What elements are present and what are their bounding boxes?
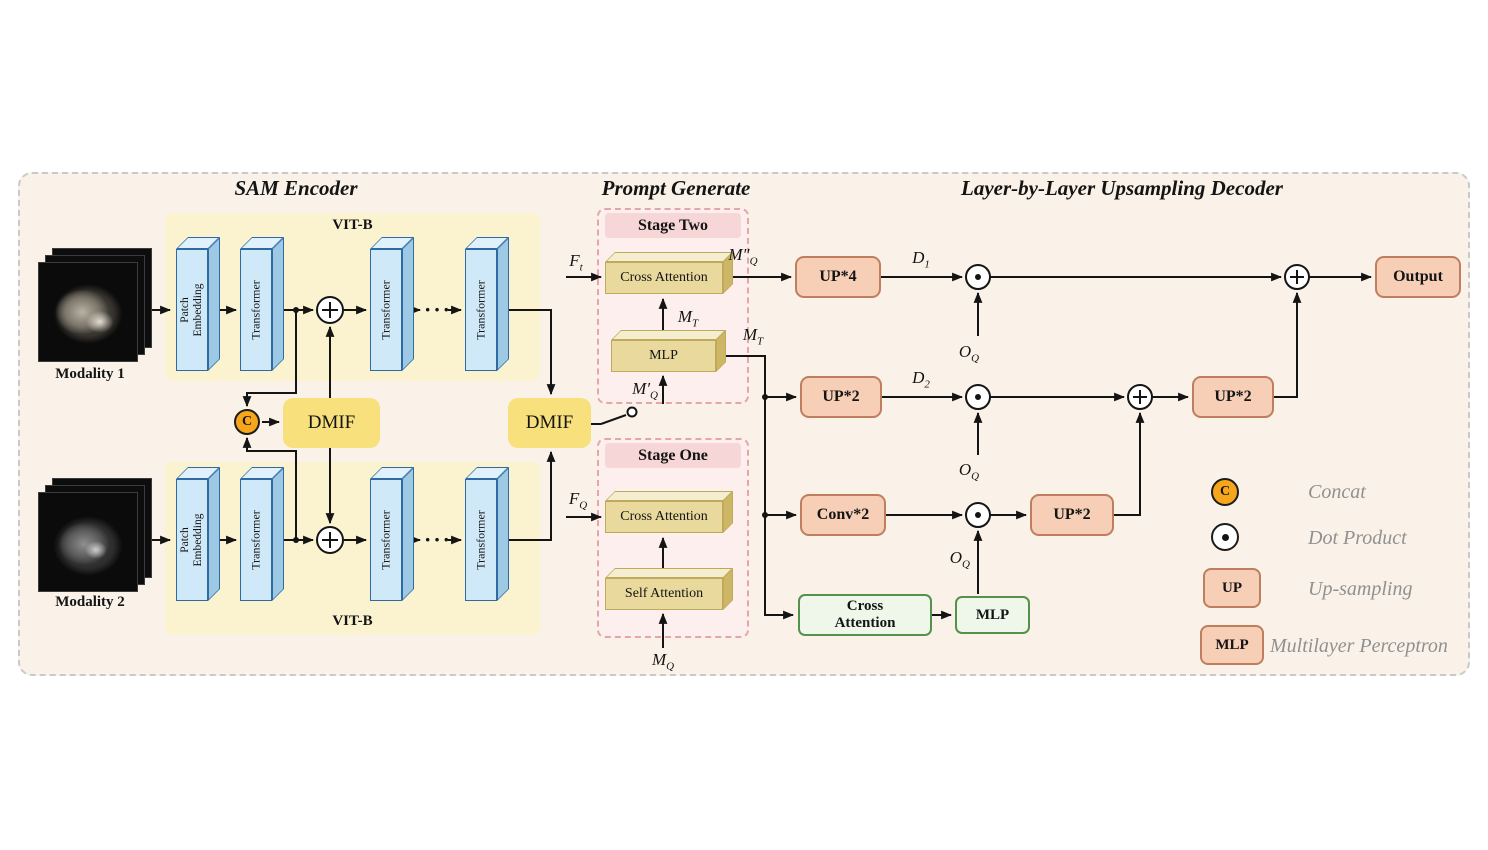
- slab-top-face: [605, 491, 733, 501]
- legend-mlp-label: Multilayer Perceptron: [1270, 635, 1448, 657]
- box-front-face: Transformer: [465, 479, 497, 601]
- box-front-face: Patch Embedding: [176, 249, 208, 371]
- transformer-label: Transformer: [378, 280, 393, 340]
- modality-2-label: Modality 2: [55, 594, 125, 610]
- legend-dot-product-icon: [1211, 523, 1239, 551]
- mlp-label: MLP: [611, 340, 716, 372]
- conv2-block: Conv*2: [800, 494, 886, 536]
- up4-block: UP*4: [795, 256, 881, 298]
- up2-block-row3: UP*2: [1030, 494, 1114, 536]
- box-side-face: [402, 237, 414, 371]
- decoder-cross-attention-block: Cross Attention: [798, 594, 932, 636]
- label-o-q-1: OQ: [958, 342, 980, 365]
- stage-two-cross-attention: Cross Attention: [605, 252, 733, 294]
- label-d1: D1: [912, 248, 930, 271]
- stage-one-title: Stage One: [605, 443, 741, 468]
- legend-concat-icon: C: [1211, 478, 1239, 506]
- transformer-label: Transformer: [473, 280, 488, 340]
- transformer-block: Transformer: [240, 467, 284, 601]
- box-front-face: Transformer: [465, 249, 497, 371]
- box-side-face: [497, 237, 509, 371]
- stage-one-self-attention: Self Attention: [605, 568, 733, 610]
- label-f-q: FQ: [568, 489, 588, 512]
- slab-top-face: [605, 568, 733, 578]
- modality-2-image-stack: [38, 478, 152, 592]
- box-side-face: [272, 467, 284, 601]
- stage-two-title: Stage Two: [605, 213, 741, 238]
- transformer-block: Transformer: [465, 467, 509, 601]
- cross-attention-label: Cross Attention: [834, 597, 896, 631]
- dmif-block-2: DMIF: [508, 398, 591, 448]
- label-o-q-3: OQ: [949, 548, 970, 571]
- patch-embedding-block: Patch Embedding: [176, 467, 220, 601]
- slab-top-face: [605, 252, 733, 262]
- label-m-t-inner: MT: [677, 307, 699, 330]
- patch-embedding-label: Patch Embedding: [178, 513, 204, 567]
- legend-mlp-box: MLP: [1200, 625, 1264, 665]
- stage-one-cross-attention: Cross Attention: [605, 491, 733, 533]
- transformer-block: Transformer: [370, 237, 414, 371]
- vitb-bottom-label: VIT-B: [332, 613, 373, 629]
- self-attention-label: Self Attention: [605, 578, 723, 610]
- legend-dot-product-label: Dot Product: [1308, 527, 1407, 549]
- legend-concat-label: Concat: [1308, 481, 1366, 503]
- label-f-t: Ft: [569, 251, 583, 274]
- section-title-prompt: Prompt Generate: [601, 176, 751, 200]
- slab-top-face: [611, 330, 726, 340]
- cross-attention-label: Cross Attention: [605, 262, 723, 294]
- section-title-encoder: SAM Encoder: [234, 176, 358, 200]
- dot-icon: [1221, 533, 1229, 541]
- ellipsis: ···: [424, 297, 453, 322]
- box-side-face: [208, 467, 220, 601]
- transformer-label: Transformer: [248, 280, 263, 340]
- decoder-mlp-block: MLP: [955, 596, 1030, 634]
- box-side-face: [272, 237, 284, 371]
- modality-1-label: Modality 1: [55, 366, 125, 382]
- box-side-face: [497, 467, 509, 601]
- up2-block-row2b: UP*2: [1192, 376, 1274, 418]
- transformer-label: Transformer: [378, 510, 393, 570]
- patch-embedding-block: Patch Embedding: [176, 237, 220, 371]
- transformer-block: Transformer: [465, 237, 509, 371]
- modality-1-image-stack: [38, 248, 152, 362]
- box-side-face: [208, 237, 220, 371]
- transformer-block: Transformer: [240, 237, 284, 371]
- box-front-face: Transformer: [240, 249, 272, 371]
- label-o-q-2: OQ: [958, 460, 980, 483]
- up2-block-row2: UP*2: [800, 376, 882, 418]
- stage-two-mlp: MLP: [611, 330, 726, 372]
- transformer-label: Transformer: [473, 510, 488, 570]
- label-d2: D2: [912, 368, 930, 391]
- box-side-face: [402, 467, 414, 601]
- transformer-label: Transformer: [248, 510, 263, 570]
- label-m-q-dprime: M″Q: [728, 245, 758, 268]
- transformer-block: Transformer: [370, 467, 414, 601]
- box-front-face: Patch Embedding: [176, 479, 208, 601]
- ellipsis: ···: [424, 527, 453, 552]
- box-front-face: Transformer: [240, 479, 272, 601]
- box-front-face: Transformer: [370, 479, 402, 601]
- box-front-face: Transformer: [370, 249, 402, 371]
- section-title-decoder: Layer-by-Layer Upsampling Decoder: [961, 176, 1283, 200]
- concat-circle-icon: C: [234, 409, 260, 435]
- label-m-q-prime: M′Q: [632, 379, 658, 402]
- mri-brain-image: [38, 492, 138, 592]
- cross-attention-label: Cross Attention: [605, 501, 723, 533]
- label-m-q: MQ: [651, 650, 675, 673]
- vitb-top-label: VIT-B: [332, 217, 373, 233]
- legend-up-box: UP: [1203, 568, 1261, 608]
- mri-brain-image: [38, 262, 138, 362]
- label-m-t-out: MT: [742, 325, 764, 348]
- dmif-block-1: DMIF: [283, 398, 380, 448]
- patch-embedding-label: Patch Embedding: [178, 283, 204, 337]
- output-block: Output: [1375, 256, 1461, 298]
- legend-up-label: Up-sampling: [1308, 578, 1413, 600]
